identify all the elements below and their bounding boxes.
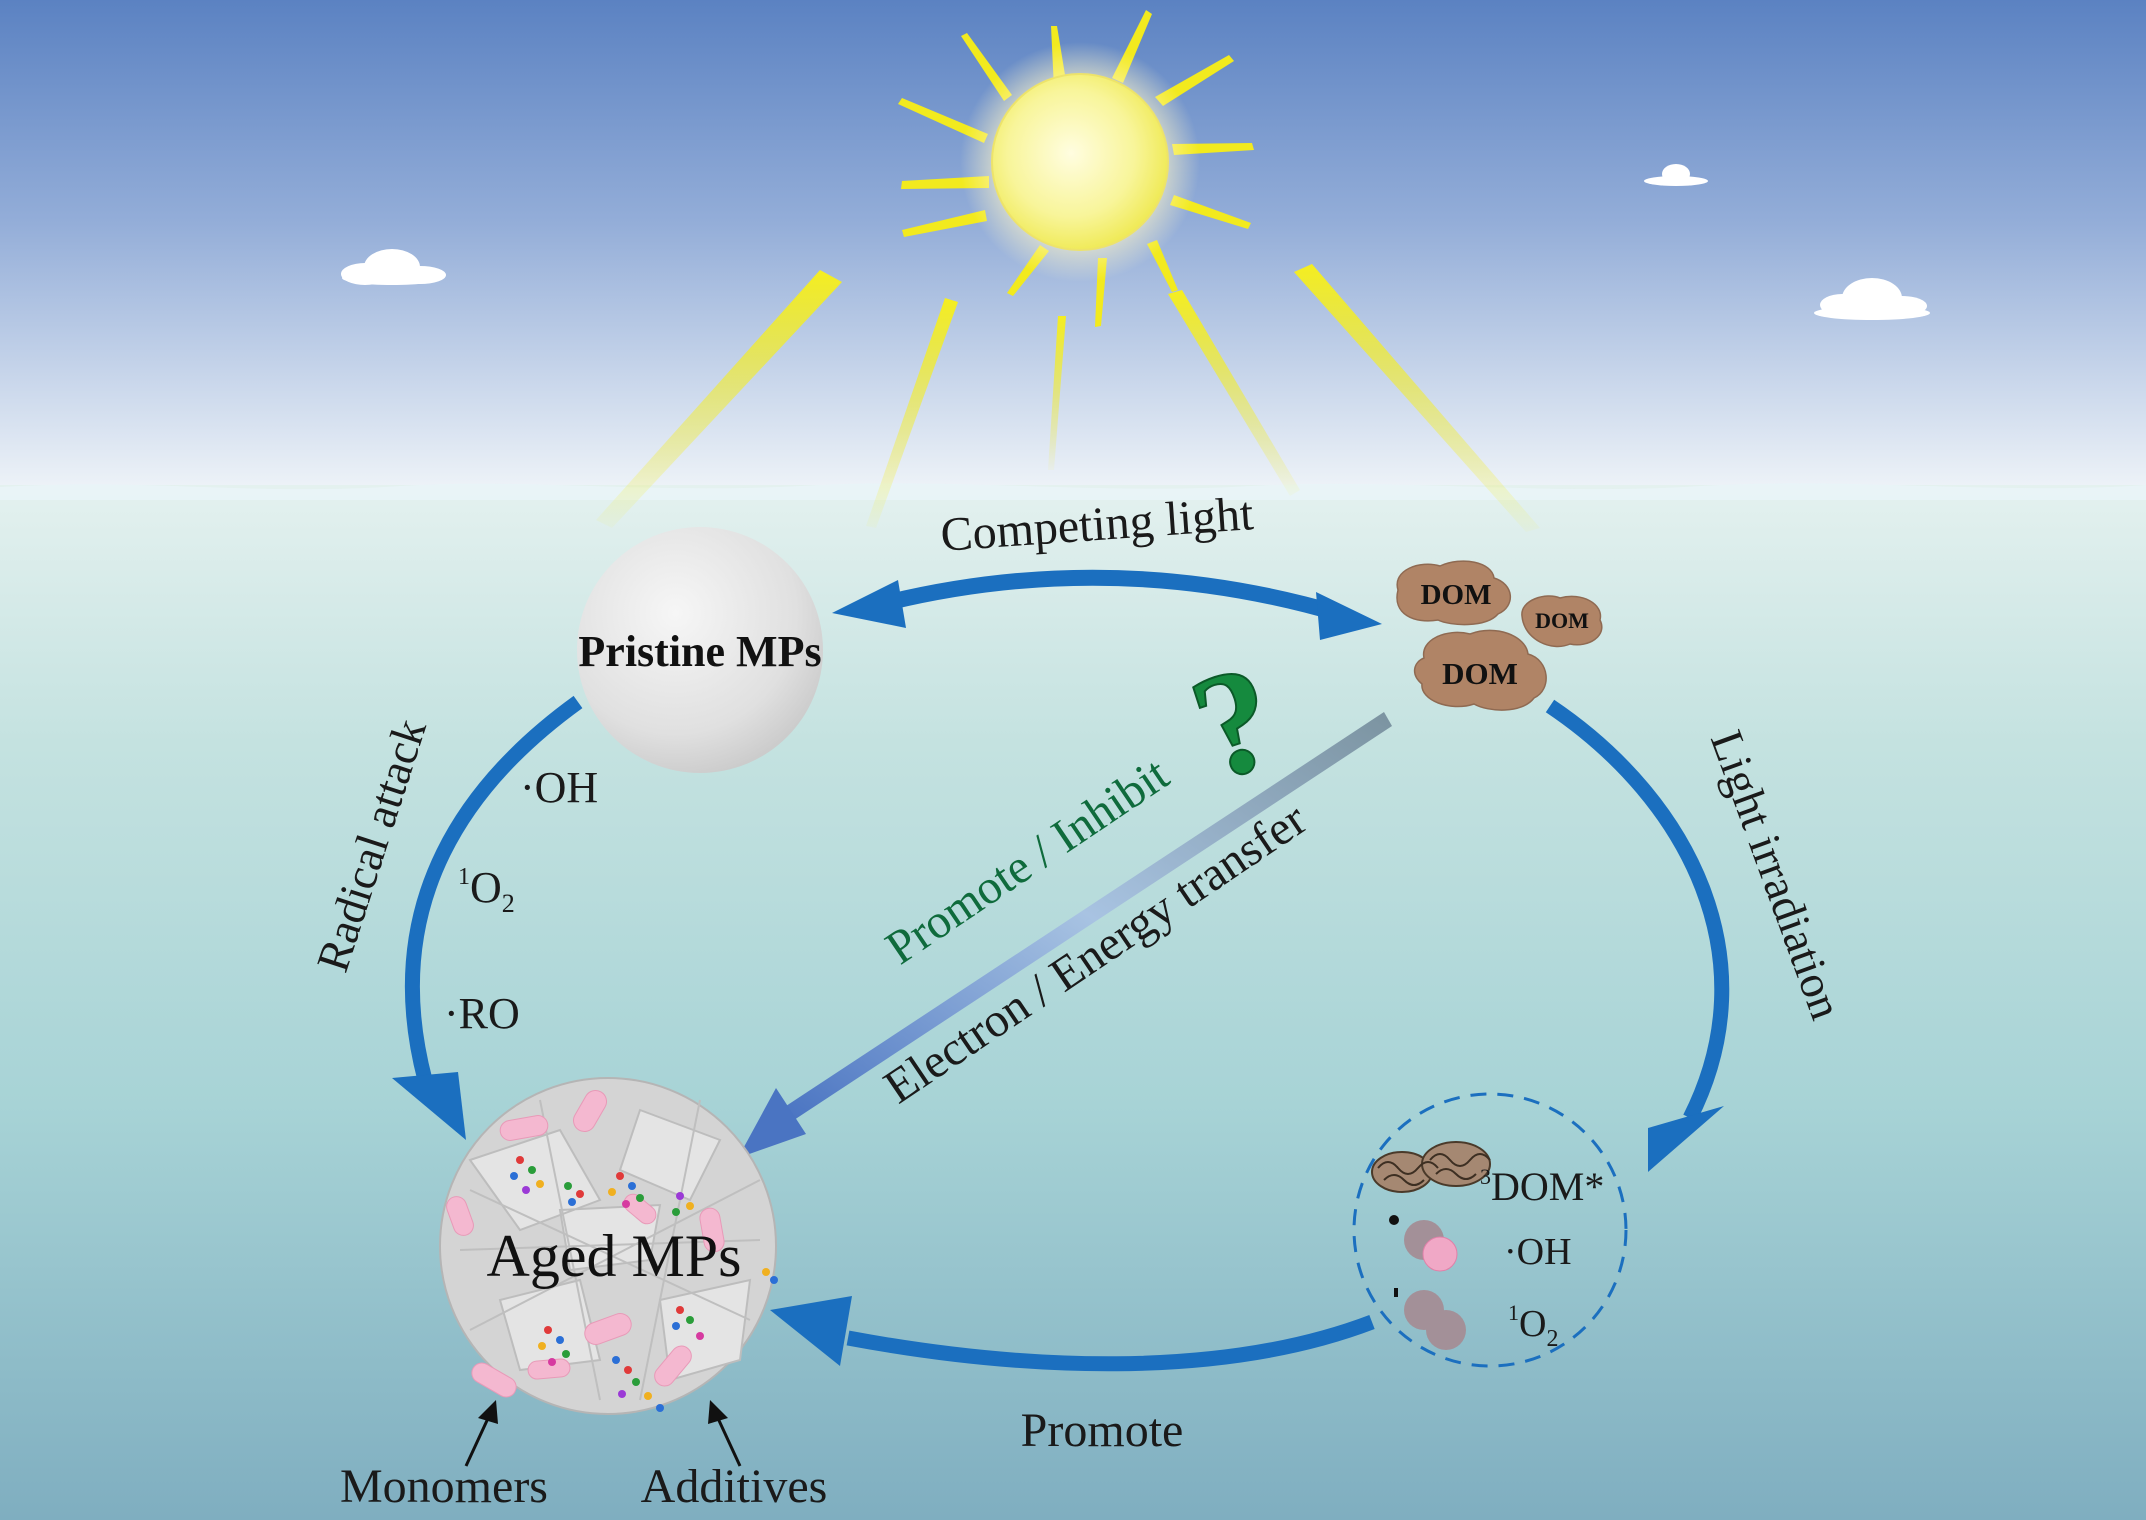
light-beam-3 — [1048, 316, 1066, 470]
additives-pointer-arrow — [708, 1400, 742, 1467]
species-singlet-o2-right: 1O2 — [1508, 1300, 1558, 1352]
cloud-icon-left — [341, 249, 446, 285]
light-irradiation-arrow — [1545, 699, 1730, 1172]
promote-label: Promote — [1021, 1404, 1184, 1457]
competing-light-arrow — [832, 569, 1382, 640]
dom-label-2: DOM — [1535, 608, 1589, 633]
water-background — [0, 485, 2146, 1520]
aged-mps-sphere — [439, 1077, 777, 1415]
radical-attack-arrow — [392, 695, 583, 1140]
subscript: 2 — [502, 889, 515, 918]
species-ro-left: ·RO — [444, 989, 520, 1038]
oh-radical-icon — [1404, 1220, 1458, 1272]
pristine-mps-sphere — [577, 527, 823, 773]
light-beam-2 — [866, 298, 958, 528]
water-surface-wave — [0, 483, 2146, 500]
light-beams — [596, 264, 1540, 532]
promote-arrow — [770, 1296, 1375, 1372]
pristine-mps-label: Pristine MPs — [578, 627, 821, 676]
spin-marker-icon — [1394, 1288, 1398, 1297]
excited-dom-particle — [1371, 1141, 1491, 1193]
main: O — [1519, 1303, 1546, 1345]
additive-particles — [510, 1156, 778, 1412]
sun-icon — [991, 73, 1169, 251]
aged-mps-label: Aged MPs — [486, 1223, 741, 1289]
main: O — [470, 863, 502, 912]
dom-label-1: DOM — [1421, 579, 1492, 611]
light-beam-4 — [1168, 290, 1300, 496]
additives-label: Additives — [641, 1460, 828, 1513]
species-oh-left: ·OH — [520, 763, 598, 812]
monomers-pointer-arrow — [464, 1400, 498, 1467]
light-beam-1 — [596, 270, 842, 528]
cloud-icon-right-small — [1644, 164, 1708, 186]
monomers-label: Monomers — [340, 1460, 548, 1513]
singlet-oxygen-icon — [1404, 1290, 1466, 1350]
species-oh-right: ·OH — [1504, 1231, 1572, 1273]
species-singlet-o2-left: 1O2 — [458, 863, 515, 918]
cloud-icon-right — [1814, 278, 1930, 320]
excited-dom-circle — [1352, 1092, 1628, 1368]
main: DOM* — [1491, 1164, 1604, 1209]
light-beam-5 — [1294, 264, 1540, 532]
superscript: 3 — [1480, 1164, 1491, 1189]
aged-mps-fragments — [446, 1089, 725, 1398]
triplet-dom-label: 3DOM* — [1480, 1164, 1604, 1209]
dom-label-3: DOM — [1442, 656, 1518, 691]
superscript: 1 — [458, 864, 470, 890]
subscript: 2 — [1546, 1326, 1558, 1352]
electron-energy-transfer-arrow — [738, 712, 1392, 1158]
dom-particle-1: DOM — [1396, 560, 1511, 626]
radical-dot-icon — [1389, 1215, 1399, 1225]
dom-particle-2: DOM — [1521, 595, 1603, 648]
superscript: 1 — [1508, 1300, 1519, 1325]
dom-particle-3: DOM — [1413, 629, 1547, 711]
